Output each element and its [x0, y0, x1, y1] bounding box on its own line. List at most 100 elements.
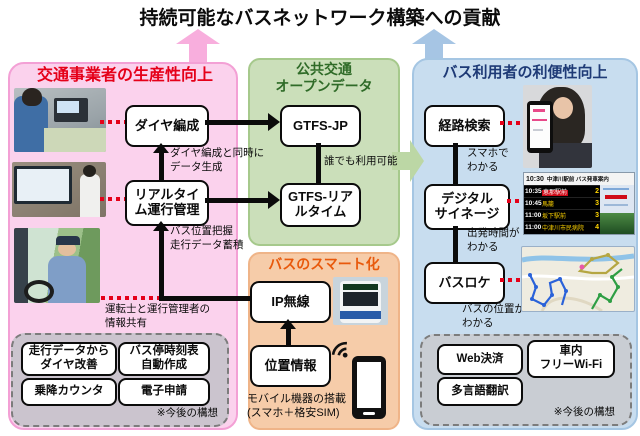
signage-row-dest: 馬籠 — [542, 202, 555, 208]
future-dia-improve-line2: ダイヤ改善 — [40, 359, 98, 371]
gtfs-realtime-label-line2: ルタイム — [294, 204, 347, 219]
timetable-editing-box: ダイヤ編成 — [125, 105, 209, 147]
smartphone-note-line2: わかる — [467, 160, 499, 173]
open-use-note-text: 誰でも利用可能 — [324, 155, 398, 167]
signage-row: 10:45 馬籠 3 — [524, 197, 600, 209]
dotted-link-signage — [507, 199, 523, 203]
future-counter-label: 乗降カウンタ — [34, 385, 104, 398]
smartphone-screen-shape — [357, 362, 381, 408]
timetable-editing-label: ダイヤ編成 — [134, 117, 200, 133]
ip-to-realtime-horizontal-line — [159, 296, 252, 301]
operator-future-note: ※今後の構想 — [156, 407, 218, 419]
wifi-icon — [331, 341, 348, 358]
signage-row: 11:00 坂下駅前 3 — [524, 209, 600, 221]
signage-minimap-road-shape — [603, 188, 629, 190]
future-eapplication-label: 電子申請 — [141, 385, 187, 398]
gtfs-realtime-label-line1: GTFS-リア — [288, 189, 353, 205]
dia-generation-note: ダイヤ編成と同時に データ生成 — [170, 147, 270, 174]
bus-position-note-line1: バス位置把握 — [170, 225, 233, 237]
open-data-header-line2: オープンデータ — [275, 77, 373, 94]
laptop-screen-shape — [57, 101, 79, 113]
right-arrow-green-icon — [392, 140, 424, 182]
bus-front-photo — [333, 277, 388, 325]
arrow-ip-to-realtime-head — [153, 221, 169, 231]
signage-minimap-road2-shape — [604, 204, 628, 206]
signage-minimap-highlight-shape — [605, 195, 627, 199]
location-info-box: 位置情報 — [250, 345, 331, 387]
dotted-link-driver — [101, 296, 160, 300]
bus-position-visible-note: バスの位置が わかる — [462, 303, 544, 330]
mobile-device-note: モバイル機器の搭載 (スマホ＋格安SIM) — [247, 392, 355, 421]
monitor-check-photo — [12, 162, 106, 217]
signage-row-platform: 3 — [595, 212, 599, 219]
future-stop-timetable-line2: 自動作成 — [141, 359, 187, 371]
digital-signage-label-line2: サイネージ — [434, 206, 500, 221]
digital-signage-label-line1: デジタル — [441, 191, 493, 207]
location-info-label: 位置情報 — [264, 357, 317, 373]
dotted-link-map — [500, 278, 521, 282]
smartphone-note-line1: スマホで — [467, 147, 509, 159]
realtime-operation-box: リアルタイ ム運行管理 — [125, 180, 209, 226]
future-web-payment-box: Web決済 — [437, 344, 523, 375]
bus-stripe-shape — [340, 311, 381, 319]
driver-cap-shape — [56, 236, 80, 245]
bus-smart-panel-header: バスのスマート化 — [268, 256, 380, 272]
desk-shape — [44, 128, 106, 152]
route-search-box: 経路検索 — [424, 105, 505, 147]
signage-row: 10:35 恵那駅前 2 — [524, 185, 600, 197]
dotted-link-office — [100, 120, 125, 124]
bus-led-sign-shape — [343, 284, 378, 290]
monitor-screen-shape — [17, 169, 69, 201]
signage-row-time: 11:00 — [525, 224, 542, 231]
dotted-link-monitor — [100, 197, 125, 201]
signage-row-dest: 坂下駅前 — [542, 214, 567, 220]
route-app-line3-shape — [533, 129, 543, 131]
departure-note: 出発時間が わかる — [467, 227, 539, 254]
departure-note-line2: わかる — [467, 240, 499, 253]
page-title: 持続可能なバスネットワーク構築への貢献 — [139, 8, 501, 29]
departure-note-line1: 出発時間が — [467, 227, 520, 239]
bus-position-note-line2: 走行データ蓄積 — [170, 238, 244, 251]
bus-position-visible-line2: わかる — [462, 316, 494, 329]
future-stop-timetable-box: バス停時刻表 自動作成 — [118, 342, 210, 376]
gtfs-jp-label: GTFS-JP — [293, 117, 348, 133]
bus-location-map — [521, 246, 635, 312]
dia-generation-note-line1: ダイヤ編成と同時に — [170, 147, 265, 159]
dia-generation-note-line2: データ生成 — [170, 160, 223, 173]
future-counter-box: 乗降カウンタ — [21, 378, 117, 406]
bus-pillar-shape — [14, 228, 28, 303]
future-stop-timetable-line1: バス停時刻表 — [129, 345, 199, 358]
future-dia-improve-line1: 走行データから — [28, 345, 110, 358]
future-web-payment-label: Web決済 — [456, 352, 504, 365]
signage-row: 11:00 中津川市民病院 4 — [524, 221, 600, 233]
staff-head-shape — [83, 165, 96, 177]
smartphone-note: スマホで わかる — [467, 147, 527, 174]
arrow-dia-to-gtfsjp-line — [205, 120, 269, 125]
bus-position-visible-line1: バスの位置が — [462, 303, 525, 315]
route-search-label: 経路検索 — [438, 117, 491, 133]
future-translation-box: 多言語翻訳 — [437, 377, 523, 406]
operator-panel-header: 交通事業者の生産性向上 — [36, 67, 213, 84]
smartphone-icon — [352, 356, 386, 419]
bus-windshield-shape — [343, 292, 378, 306]
ip-radio-label: IP無線 — [271, 293, 310, 309]
rider-future-note: ※今後の構想 — [553, 406, 615, 418]
smartphone-home-bar-shape — [363, 412, 375, 415]
arrow-realtime-to-dia-head — [153, 143, 169, 153]
future-free-wifi-box: 車内 フリーWi-Fi — [527, 340, 615, 378]
future-free-wifi-line1: 車内 — [559, 345, 583, 358]
signage-photo-shape — [600, 213, 634, 234]
arrow-dia-to-gtfsjp-head — [268, 113, 280, 131]
arrow-realtime-to-dia-line — [159, 151, 164, 181]
future-translation-label: 多言語翻訳 — [451, 384, 509, 397]
signage-header-time: 10:30 — [526, 175, 544, 183]
arrow-loc-to-ip-head — [280, 319, 296, 329]
future-eapplication-box: 電子申請 — [118, 378, 210, 406]
gtfs-realtime-box: GTFS-リア ルタイム — [280, 183, 361, 227]
ip-radio-box: IP無線 — [250, 281, 331, 323]
route-app-line2-shape — [532, 119, 547, 121]
signage-display: 10:30 中津川駅前 バス発車案内 10:35 恵那駅前 2 10:45 馬籠… — [523, 172, 635, 235]
woman-face-shape — [553, 97, 573, 119]
rider-panel-header: バス利用者の利便性向上 — [442, 64, 608, 81]
